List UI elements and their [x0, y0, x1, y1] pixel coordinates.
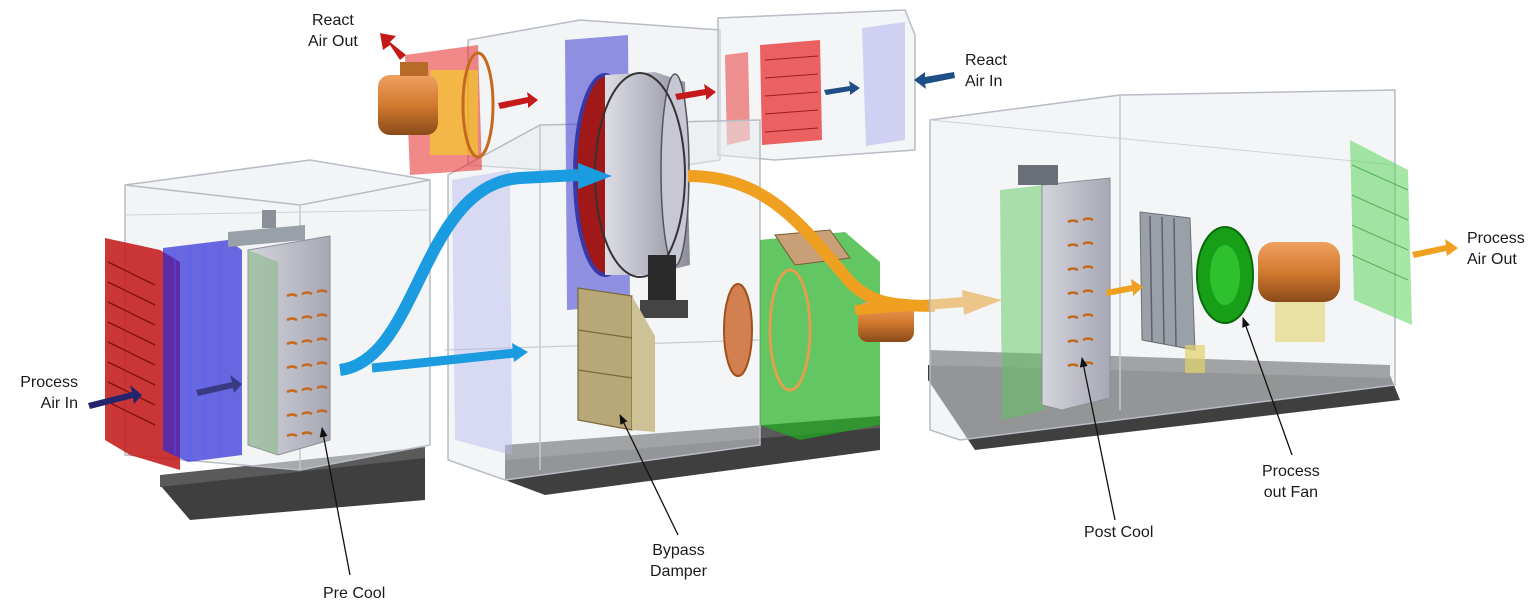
label-process-out-fan-line2: out Fan — [1263, 484, 1319, 501]
post-cool-leader — [1079, 357, 1116, 521]
postcool-coil — [1018, 165, 1111, 411]
precool-coil — [228, 210, 331, 456]
process-air-out-arrow — [1412, 239, 1458, 258]
postcool-filter — [1139, 211, 1196, 351]
bypass-damper-leader — [619, 414, 679, 536]
react-inner-arrow-3 — [824, 81, 860, 95]
react-air-out-arrow — [380, 33, 406, 60]
label-bypass-damper-line1: Bypass — [652, 542, 705, 559]
precool-base-frame — [160, 455, 425, 520]
process-out-motor — [1258, 242, 1340, 302]
bypass-damper — [577, 287, 655, 432]
label-process-out-fan: Process out Fan — [1262, 461, 1320, 503]
label-process-air-in-line2: Air In — [40, 395, 78, 412]
label-post-cool: Post Cool — [1084, 524, 1154, 541]
label-process-air-out: Process Air Out — [1467, 228, 1525, 270]
label-react-air-out-line1: React — [312, 12, 354, 29]
label-process-air-out-line1: Process — [1467, 230, 1525, 247]
precool-module — [88, 159, 431, 520]
pre-cool-leader — [319, 427, 351, 576]
react-inner-arrow-2 — [675, 84, 716, 100]
label-react-air-in-line2: Air In — [965, 73, 1003, 90]
postcool-green-panel — [1000, 185, 1045, 420]
process-flow-arrow-blue — [338, 169, 579, 376]
bypass-flow-arrow-blue — [371, 348, 516, 373]
process-out-louver — [1350, 140, 1412, 325]
label-process-out-fan-line1: Process — [1262, 463, 1320, 480]
precool-blue-filter — [163, 240, 242, 462]
process-air-in-arrow — [88, 385, 142, 409]
react-air-in-arrow — [914, 72, 955, 89]
label-pre-cool: Pre Cool — [323, 585, 386, 602]
react-inner-arrow-1 — [498, 92, 538, 109]
label-process-air-out-line2: Air Out — [1467, 251, 1517, 268]
desiccant-wheel — [573, 72, 690, 318]
precool-inner-arrow — [196, 375, 242, 396]
label-react-air-in: React Air In — [965, 50, 1007, 92]
postcool-inner-arrow — [1106, 279, 1143, 296]
label-process-air-in: Process Air In — [8, 372, 78, 414]
label-react-air-in-line1: React — [965, 52, 1007, 69]
label-bypass-damper: Bypass Damper — [650, 540, 707, 582]
precool-red-louver — [105, 238, 180, 470]
react-fan-motor — [378, 75, 438, 135]
center-module — [338, 9, 1002, 495]
center-base-frame — [505, 425, 880, 495]
label-bypass-damper-line2: Damper — [650, 563, 707, 580]
label-process-air-in-line1: Process — [20, 374, 78, 391]
process-out-fan-leader — [1242, 317, 1293, 456]
leader-lines — [319, 317, 1293, 576]
label-react-air-out-line2: Air Out — [308, 33, 358, 50]
process-out-fan — [1185, 226, 1340, 373]
react-inlet-blue-filter — [862, 22, 905, 146]
react-fan-assembly — [378, 45, 495, 175]
postcool-module — [928, 89, 1458, 450]
label-react-air-out: React Air Out — [308, 10, 358, 52]
center-side-panel — [452, 170, 512, 455]
